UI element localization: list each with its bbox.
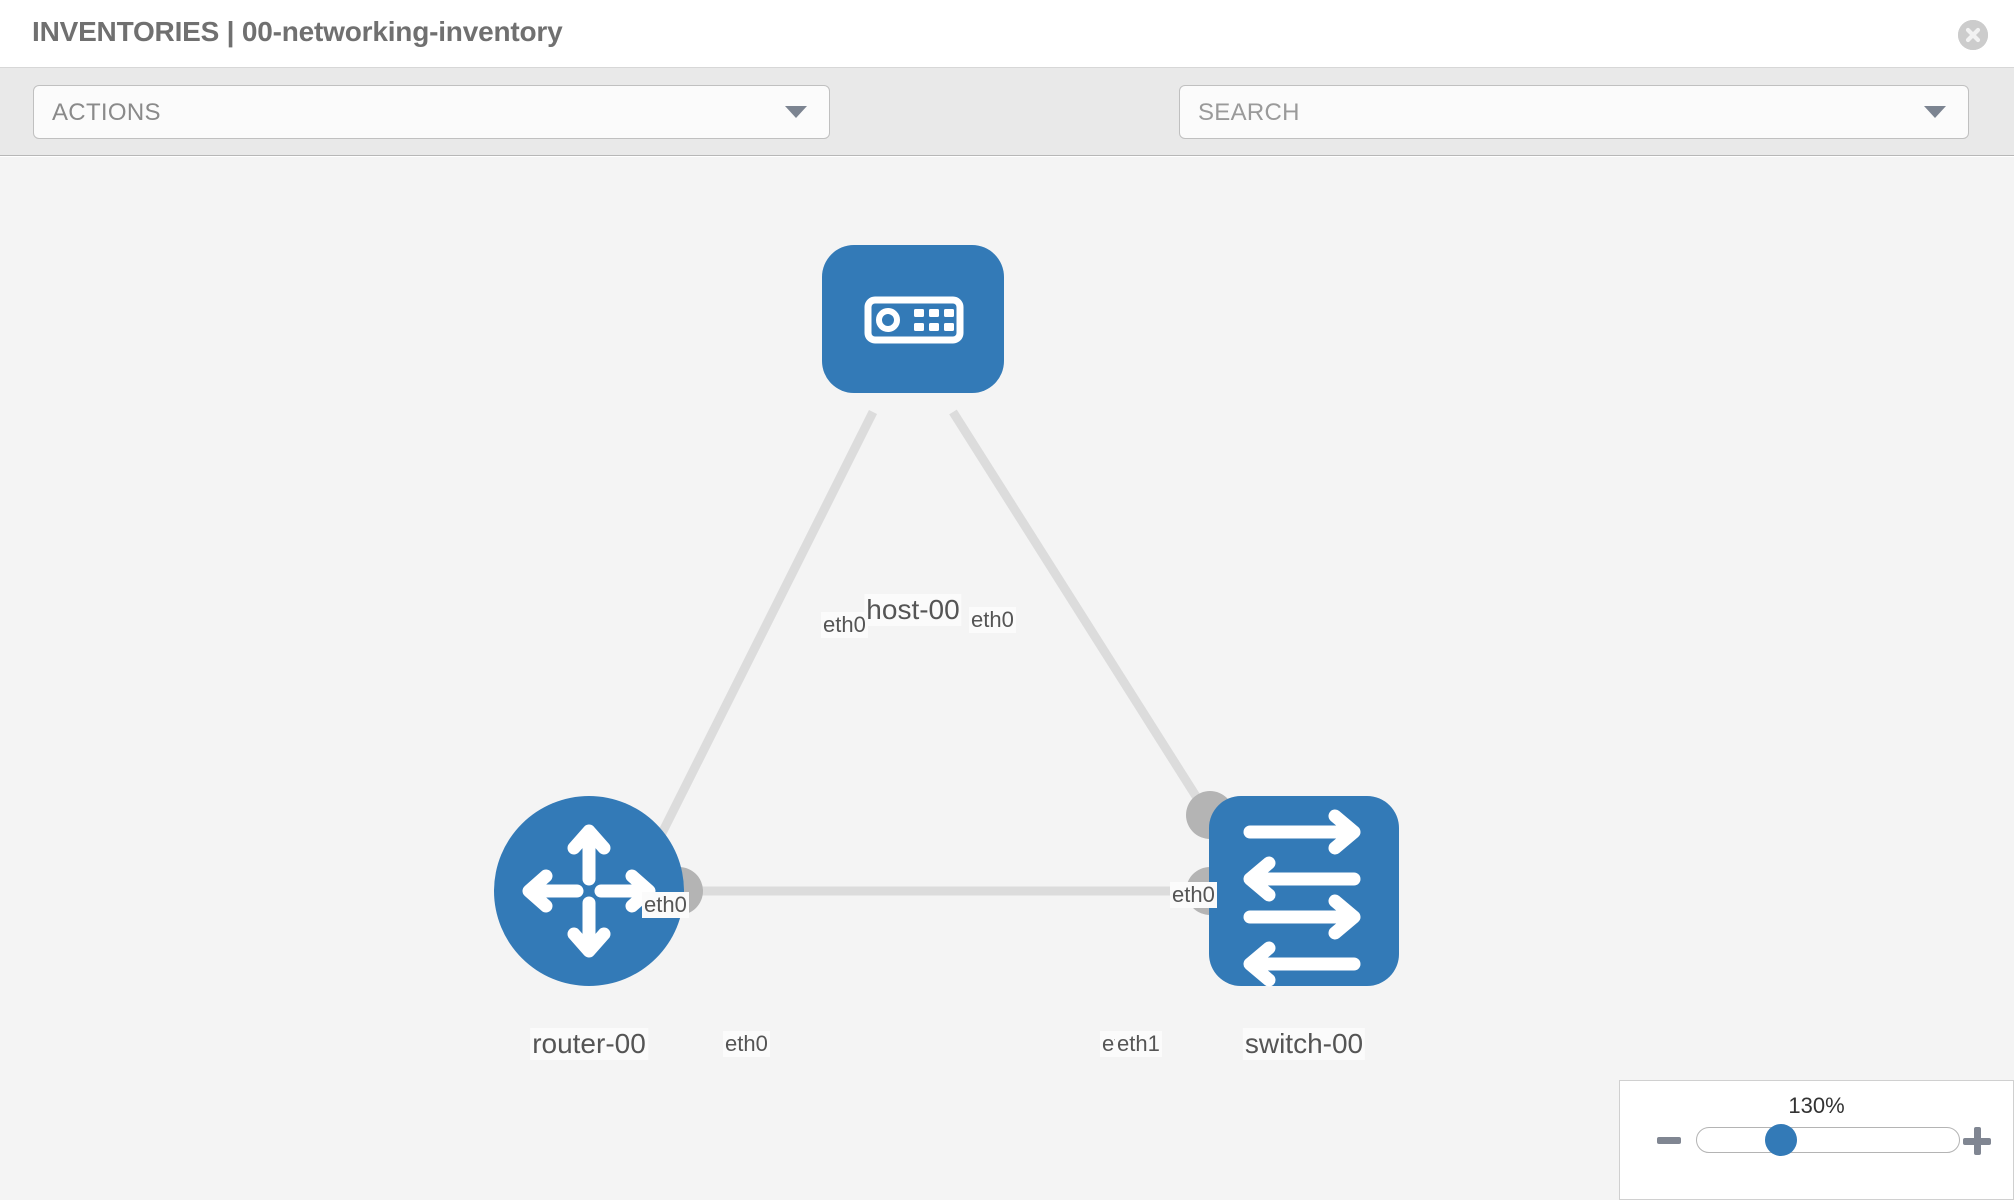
edge-label: eth0 — [821, 612, 868, 638]
close-icon[interactable] — [1958, 20, 1988, 50]
zoom-percent-label: 130% — [1788, 1093, 1845, 1118]
search-placeholder: SEARCH — [1198, 99, 1300, 126]
topology-graph — [494, 245, 1399, 987]
zoom-slider-track[interactable] — [1696, 1127, 1960, 1153]
actions-dropdown[interactable]: ACTIONS — [33, 85, 830, 139]
node-label-router-00: router-00 — [530, 1028, 648, 1060]
plus-icon[interactable] — [1963, 1127, 1991, 1155]
actions-dropdown-label: ACTIONS — [52, 99, 161, 126]
topology-links — [624, 409, 1265, 902]
minus-icon[interactable] — [1657, 1137, 1681, 1144]
edge-label: eth0 — [642, 892, 689, 918]
zoom-control: 130% — [1619, 1080, 2014, 1200]
node-label-host-00: host-00 — [864, 594, 962, 626]
topology-canvas[interactable]: host-00 router-00 switch-00 eth0 eth0 et… — [0, 157, 2014, 1200]
toolbar: ACTIONS SEARCH — [0, 68, 2014, 195]
node-host-00 — [822, 245, 1004, 393]
node-switch-00 — [1209, 796, 1399, 987]
chevron-down-icon — [1924, 106, 1946, 118]
edge-label: eth0 — [969, 607, 1016, 633]
edge-label: eth1 — [1115, 1031, 1162, 1057]
edge-label: eth0 — [1170, 882, 1217, 908]
node-router-00 — [494, 796, 684, 986]
node-label-switch-00: switch-00 — [1242, 1028, 1366, 1060]
link-host00-router00 — [624, 409, 878, 902]
zoom-slider-thumb[interactable] — [1765, 1124, 1797, 1156]
search-input[interactable]: SEARCH — [1179, 85, 1969, 139]
page-header: INVENTORIES | 00-networking-inventory — [0, 0, 2014, 68]
chevron-down-icon — [785, 106, 807, 118]
edge-label: eth0 — [723, 1031, 770, 1057]
page-title: INVENTORIES | 00-networking-inventory — [32, 16, 563, 47]
